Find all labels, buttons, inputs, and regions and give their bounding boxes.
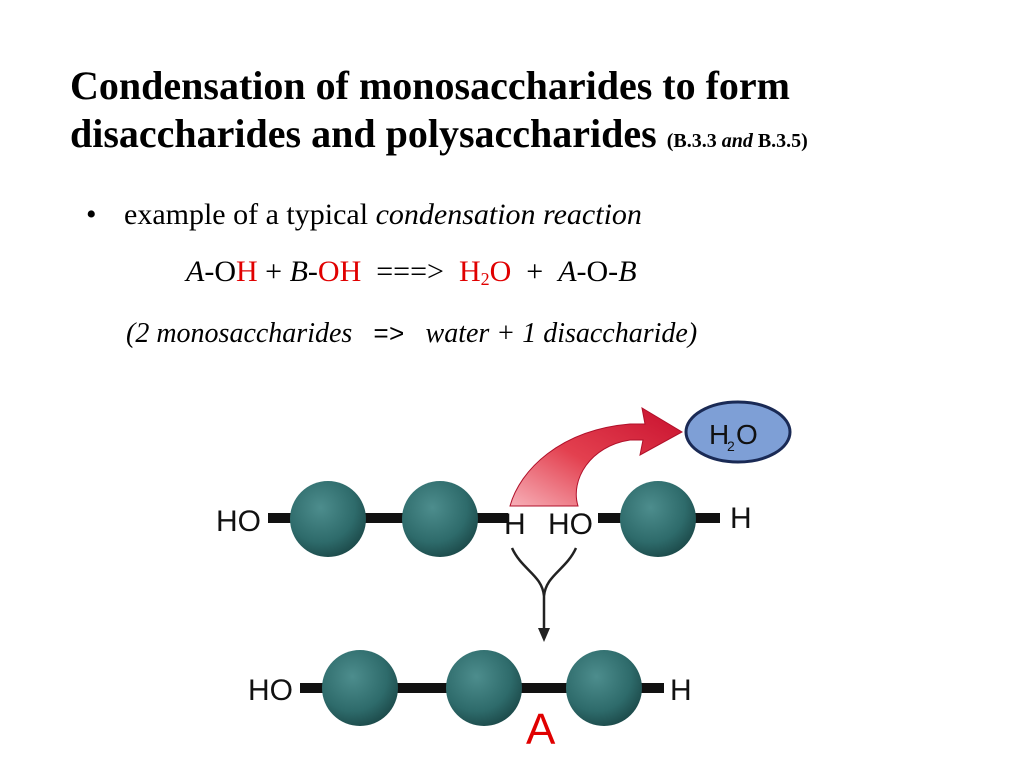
eq-b1: B <box>289 255 308 288</box>
top-sphere-1 <box>290 481 366 557</box>
top-h: H <box>504 508 526 541</box>
bottom-sphere-2 <box>446 650 522 726</box>
product-label: A <box>526 705 556 754</box>
slide-title: Condensation of monosaccharides to form … <box>70 62 1010 165</box>
eq-plus1: + <box>257 255 290 288</box>
title-line-1: Condensation of monosaccharides to form <box>70 63 790 108</box>
eq-h2: H <box>458 255 481 288</box>
eq-b2: B <box>618 255 637 288</box>
bottom-sphere-1 <box>322 650 398 726</box>
ref-and: and <box>721 130 753 152</box>
eq-a1: A <box>186 255 205 288</box>
bottom-sphere-3 <box>566 650 642 726</box>
eq-oh: OH <box>317 255 362 288</box>
bullet-item: • example of a typical condensation react… <box>86 198 642 232</box>
top-left-bond <box>268 513 508 523</box>
water-molecule <box>684 400 792 464</box>
top-sphere-3 <box>620 481 696 557</box>
water-label-h: H <box>709 419 729 450</box>
eq-h1: H <box>235 255 258 288</box>
title-reference: (B.3.3 and B.3.5) <box>667 130 808 152</box>
merge-arrow-head <box>538 628 550 642</box>
bullet-italic-text: condensation reaction <box>375 198 642 231</box>
note-right: water + 1 disaccharide) <box>404 318 698 349</box>
eq-o1: -O <box>204 255 236 288</box>
eq-arrow: ===> <box>361 255 459 288</box>
bullet-text: example of a typical <box>124 198 376 231</box>
title-line-2: disaccharides and polysaccharides <box>70 111 657 156</box>
reaction-note: (2 monosaccharides => water + 1 disaccha… <box>126 318 697 350</box>
bullet-symbol: • <box>86 198 97 231</box>
reaction-equation: A-OH + B-OH ===> H2O + A-O-B <box>186 255 637 290</box>
top-sphere-2 <box>402 481 478 557</box>
water-label-sub: 2 <box>727 438 735 454</box>
top-right-ho: HO <box>548 508 593 541</box>
water-label-o: O <box>736 419 758 450</box>
ref-close: B.3.5) <box>752 130 808 152</box>
eq-o3: -O- <box>576 255 619 288</box>
eq-plus2: + <box>511 255 559 288</box>
eq-sub2: 2 <box>480 269 490 289</box>
bottom-h: H <box>670 674 692 707</box>
eq-o2: O <box>489 255 512 288</box>
bottom-ho: HO <box>248 674 293 707</box>
note-left: (2 monosaccharides <box>126 318 374 349</box>
note-arrow: => <box>373 320 405 350</box>
top-right-h: H <box>730 502 752 535</box>
top-left-ho: HO <box>216 505 261 538</box>
merge-arrow <box>510 547 578 630</box>
water-release-arrow <box>509 406 684 507</box>
eq-a2: A <box>558 255 577 288</box>
eq-dash: - <box>307 255 318 288</box>
ref-open: (B.3.3 <box>666 130 722 152</box>
